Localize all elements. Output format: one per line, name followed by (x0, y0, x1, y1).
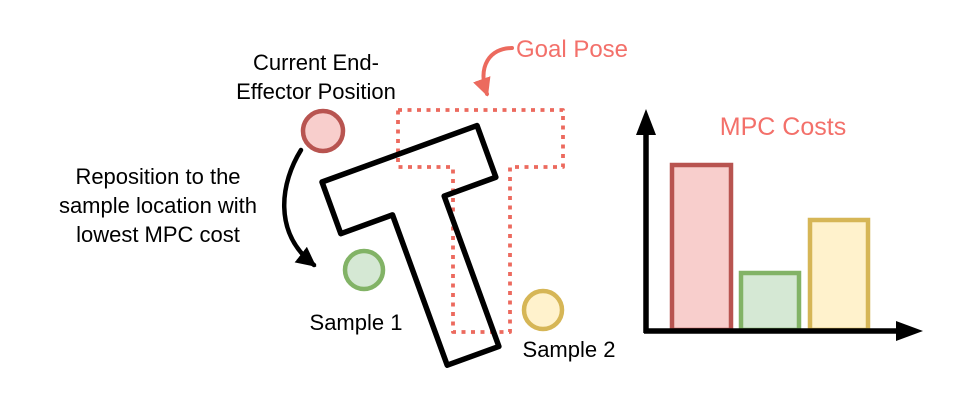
goal-pose-arrow (473, 46, 514, 97)
chart-axes (636, 109, 923, 341)
current-end-effector-label: Current End- Effector Position (236, 50, 396, 104)
x-axis-arrowhead (896, 321, 923, 341)
sample2-circle (521, 288, 565, 332)
current-position-circle (300, 108, 346, 154)
bar-current-cost (669, 162, 734, 333)
bar-sample1-cost (738, 270, 802, 333)
y-axis-arrowhead (636, 109, 656, 135)
t-object-outline (319, 122, 502, 368)
bar-sample2-cost (807, 217, 871, 333)
goal-pose-outline (396, 108, 565, 334)
mpc-costs-title: MPC Costs (719, 113, 847, 141)
mpc-cost-bars (669, 162, 871, 333)
sample2-label: Sample 2 (522, 337, 616, 362)
sample1-label: Sample 1 (309, 310, 403, 335)
goal-pose-label: Goal Pose (515, 36, 629, 63)
reposition-arrow (282, 147, 317, 268)
sample1-circle (342, 248, 386, 292)
reposition-note-label: Reposition to the sample location with l… (58, 164, 258, 247)
